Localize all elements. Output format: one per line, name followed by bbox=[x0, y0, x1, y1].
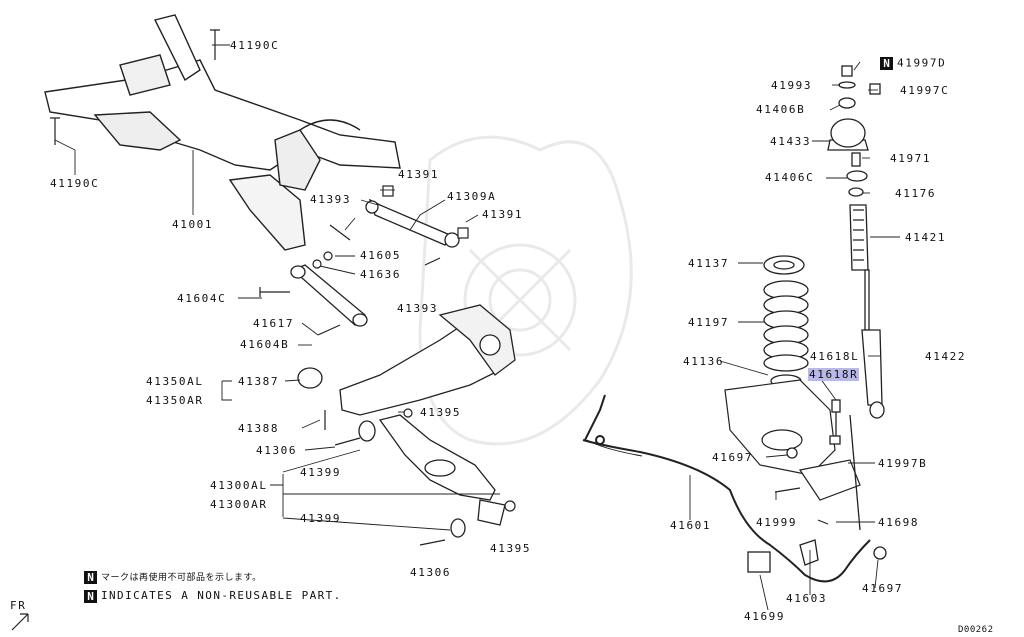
part-label[interactable]: 41999 bbox=[756, 516, 798, 529]
part-label[interactable]: 41636 bbox=[360, 268, 402, 281]
diagram-code: D00262 bbox=[958, 625, 994, 635]
part-label[interactable]: 41997B bbox=[878, 457, 928, 470]
part-label[interactable]: 41604B bbox=[240, 338, 290, 351]
leader-lines bbox=[54, 44, 900, 611]
part-label[interactable]: 41391 bbox=[482, 208, 524, 221]
coil-spring bbox=[763, 255, 809, 388]
part-label[interactable]: 41001 bbox=[172, 218, 214, 231]
bolts bbox=[50, 29, 829, 546]
part-label[interactable]: 41971 bbox=[890, 152, 932, 165]
part-label[interactable]: 41406C bbox=[765, 171, 815, 184]
part-label[interactable]: 41306 bbox=[256, 444, 298, 457]
part-label[interactable]: 41433 bbox=[770, 135, 812, 148]
non-reusable-icon: N bbox=[880, 57, 893, 70]
upper-arm-41309a bbox=[365, 198, 460, 248]
part-label[interactable]: 41399 bbox=[300, 466, 342, 479]
part-label[interactable]: 41604C bbox=[177, 292, 227, 305]
highlighted-part: 41618R bbox=[808, 368, 860, 381]
part-label[interactable]: 41605 bbox=[360, 249, 402, 262]
part-label[interactable]: 41176 bbox=[895, 187, 937, 200]
lower-link-41617 bbox=[290, 264, 368, 327]
part-label[interactable]: 41137 bbox=[688, 257, 730, 270]
non-reusable-icon: N bbox=[84, 589, 97, 603]
part-label[interactable]: 41306 bbox=[410, 566, 452, 579]
stabilizer-bar-41601 bbox=[582, 394, 871, 583]
part-label[interactable]: 41406B bbox=[756, 103, 806, 116]
part-label[interactable]: 41197 bbox=[688, 316, 730, 329]
part-label[interactable]: 41698 bbox=[878, 516, 920, 529]
direction-label: FR bbox=[10, 599, 27, 612]
part-label[interactable]: 41697 bbox=[862, 582, 904, 595]
part-label[interactable]: 41421 bbox=[905, 231, 947, 244]
part-label[interactable]: 41601 bbox=[670, 519, 712, 532]
trailing-arm-41350 bbox=[297, 304, 516, 416]
lower-arm-41300 bbox=[358, 414, 506, 538]
part-label[interactable]: 41393 bbox=[397, 302, 439, 315]
part-label-highlighted[interactable]: 41618R bbox=[808, 368, 860, 381]
part-label[interactable]: 41309A bbox=[447, 190, 497, 203]
part-label[interactable]: 41997C bbox=[900, 84, 950, 97]
part-label[interactable]: 41603 bbox=[786, 592, 828, 605]
part-label[interactable]: 41618L bbox=[810, 350, 860, 363]
part-label[interactable]: 41300AR bbox=[210, 498, 268, 511]
part-label[interactable]: 41395 bbox=[490, 542, 532, 555]
lower-control-arm-right bbox=[724, 379, 861, 501]
part-label[interactable]: 41190C bbox=[50, 177, 100, 190]
subframe-crossmember bbox=[44, 14, 401, 251]
part-label[interactable]: 41697 bbox=[712, 451, 754, 464]
part-label[interactable]: 41993 bbox=[771, 79, 813, 92]
part-label[interactable]: 41393 bbox=[310, 193, 352, 206]
part-label[interactable]: 41388 bbox=[238, 422, 280, 435]
part-label[interactable]: 41300AL bbox=[210, 479, 268, 492]
part-label[interactable]: 41399 bbox=[300, 512, 342, 525]
part-label[interactable]: 41422 bbox=[925, 350, 967, 363]
non-reusable-icon: N bbox=[84, 570, 97, 584]
part-label[interactable]: 41699 bbox=[744, 610, 786, 623]
part-label[interactable]: 41617 bbox=[253, 317, 295, 330]
part-label[interactable]: 41350AL bbox=[146, 375, 204, 388]
strut-assembly bbox=[827, 65, 885, 419]
part-label[interactable]: 41136 bbox=[683, 355, 725, 368]
part-label[interactable]: 41391 bbox=[398, 168, 440, 181]
part-label[interactable]: 41190C bbox=[230, 39, 280, 52]
part-label[interactable]: 41387 bbox=[238, 375, 280, 388]
part-label[interactable]: 41395 bbox=[420, 406, 462, 419]
part-label[interactable]: 41350AR bbox=[146, 394, 204, 407]
watermark-logo bbox=[418, 135, 633, 446]
stabilizer-link bbox=[786, 399, 887, 560]
fr-arrow bbox=[11, 613, 29, 631]
